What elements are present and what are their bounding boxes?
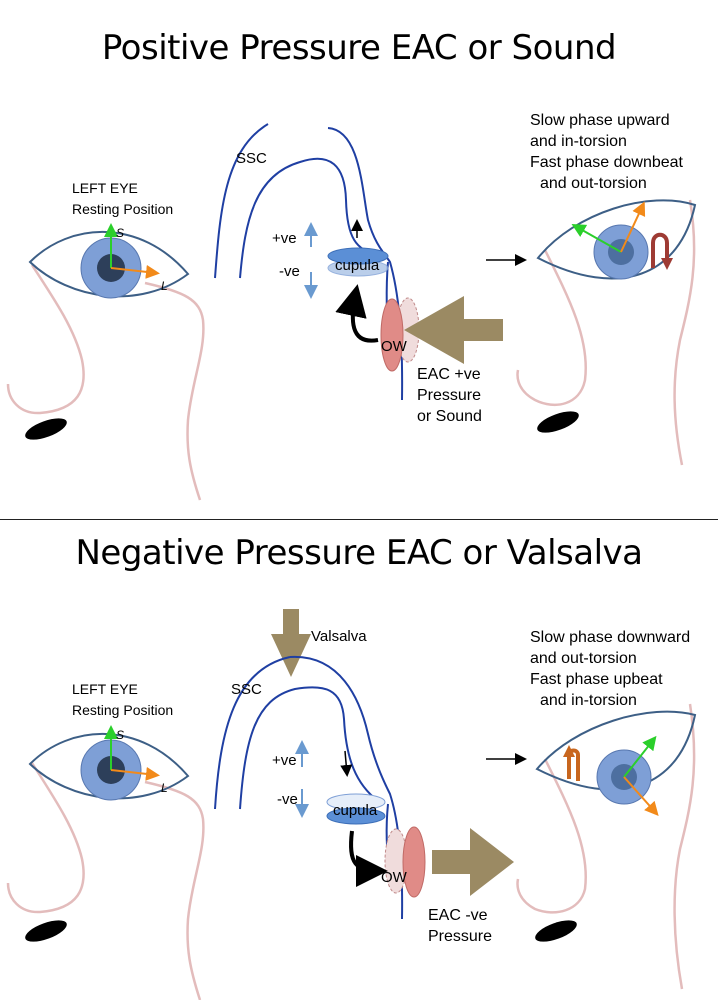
plus-ve-label: +ve — [272, 230, 297, 247]
nystagmus-arrow — [651, 232, 669, 268]
endolymph-flow-arrow — [335, 284, 379, 343]
left-eye-label: LEFT EYE — [72, 180, 138, 196]
nostril-shape-right — [535, 920, 577, 942]
panel-title: Positive Pressure EAC or Sound — [101, 28, 617, 68]
cupula-shape — [327, 247, 389, 265]
right-face-profile — [516, 199, 696, 466]
result-text-line-1: Slow phase upward — [530, 112, 670, 129]
panel-title: Negative Pressure EAC or Valsalva — [75, 533, 643, 573]
l-axis-label: L — [161, 781, 168, 795]
l-axis-arrow — [110, 264, 160, 279]
result-text-line-2: and in-torsion — [530, 133, 627, 150]
ow-label: OW — [381, 338, 407, 355]
eac-label-line-3: or Sound — [417, 408, 482, 425]
nystagmus-arrowhead — [661, 258, 673, 270]
left-face-profile — [6, 762, 205, 1000]
result-text-line-3: Fast phase downbeat — [530, 154, 683, 171]
ssc-label: SSC — [236, 150, 267, 167]
valsalva-arrow — [271, 609, 311, 677]
l-axis-arrow — [110, 766, 160, 781]
left-eye-label: LEFT EYE — [72, 681, 138, 697]
result-text-line-2: and out-torsion — [530, 650, 637, 667]
resting-position-label: Resting Position — [72, 201, 174, 217]
cupula-shape — [326, 807, 386, 825]
l-axis-arrow — [623, 776, 659, 816]
pressure-arrow — [432, 828, 514, 896]
l-axis-arrow — [620, 201, 646, 253]
cupula-label: cupula — [333, 802, 378, 819]
s-axis-arrow — [571, 224, 622, 253]
result-text-line-3: Fast phase upbeat — [530, 671, 663, 688]
s-axis-arrow — [623, 735, 657, 778]
valsalva-label: Valsalva — [311, 628, 367, 645]
plus-ve-label: +ve — [272, 752, 297, 769]
eac-label-line-2: Pressure — [428, 928, 493, 945]
positive-pressure-figure — [6, 123, 697, 501]
l-axis-label: L — [161, 279, 168, 293]
right-eye-result — [536, 199, 697, 280]
eac-label-line-1: EAC -ve — [428, 907, 488, 924]
eac-label-line-1: EAC +ve — [417, 366, 481, 383]
minus-ve-label: -ve — [279, 263, 300, 280]
oval-window — [380, 298, 404, 372]
negative-pressure-panel: Negative Pressure EAC or Valsalva — [0, 519, 718, 1000]
positive-pressure-panel: Positive Pressure EAC or Sound — [6, 28, 697, 501]
endolymph-flow-arrow — [349, 830, 388, 887]
left-eye — [28, 223, 190, 299]
nystagmus-arrowhead — [563, 745, 575, 757]
s-axis-label: S — [116, 728, 125, 742]
left-face-profile — [6, 264, 205, 501]
minus-ve-label: -ve — [277, 791, 298, 808]
result-text-line-4: and in-torsion — [540, 692, 637, 709]
left-eye — [28, 725, 190, 801]
eac-label-line-2: Pressure — [417, 387, 482, 404]
negative-pressure-figure — [6, 609, 697, 1000]
pressure-arrow — [404, 296, 503, 364]
panel-divider — [0, 519, 718, 520]
nostril-shape — [25, 418, 67, 440]
cupula-deflection-arrow — [340, 750, 353, 777]
nostril-shape-right — [537, 411, 579, 433]
nostril-shape — [25, 920, 67, 942]
s-axis-label: S — [116, 226, 125, 240]
oval-window — [402, 826, 426, 898]
resting-position-label: Resting Position — [72, 702, 174, 718]
ow-label: OW — [381, 869, 407, 886]
ssc-label: SSC — [231, 681, 262, 698]
right-eye-result — [535, 710, 697, 816]
result-text-line-1: Slow phase downward — [530, 629, 691, 646]
result-text-line-4: and out-torsion — [540, 175, 647, 192]
cupula-label: cupula — [335, 257, 380, 274]
right-face-profile — [516, 703, 696, 990]
